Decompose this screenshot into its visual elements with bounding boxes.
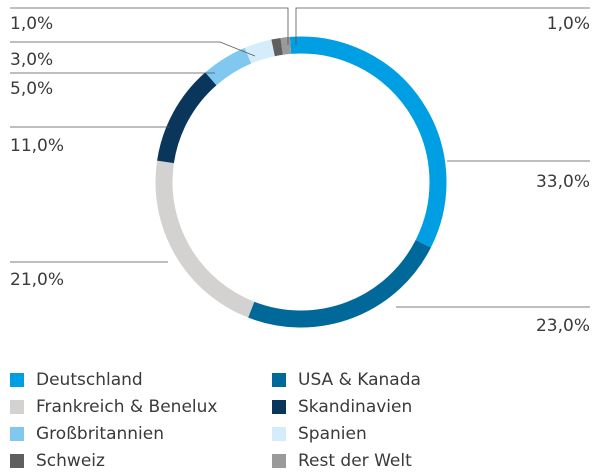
legend-label-rest-der-welt: Rest der Welt [298,450,412,471]
data-label-usa-kanada: 23,0% [536,316,590,336]
data-label-skandinavien: 11,0% [10,136,64,156]
data-label-rest-der-welt: 1,0% [547,14,590,34]
donut-slice-schweiz [271,37,284,57]
legend-swatch-rest-der-welt [272,453,286,468]
donut-chart: 33,0% 23,0% 21,0% 11,0% 5,0% 3,0% 1,0% 1,0% [10,7,590,336]
legend-item-frankreich-benelux: Frankreich & Benelux [10,393,272,420]
legend-item-schweiz: Schweiz [10,447,272,474]
donut-slice-grossbritannien [205,47,252,86]
data-label-frankreich-benelux: 21,0% [10,270,64,290]
callout-line-schweiz [10,7,289,45]
donut-slice-spanien [244,39,276,64]
legend-item-spanien: Spanien [272,420,572,447]
donut-slice-rest-der-welt [280,36,292,55]
callout-line-rest-der-welt [295,7,590,45]
donut-slice-frankreich-benelux [155,160,255,318]
legend-item-rest-der-welt: Rest der Welt [272,447,572,474]
legend-label-spanien: Spanien [298,423,367,444]
legend-swatch-frankreich-benelux [10,399,24,414]
legend-item-grossbritannien: Großbritannien [10,420,272,447]
data-label-schweiz: 1,0% [10,14,53,34]
data-label-spanien: 3,0% [10,50,53,70]
data-label-grossbritannien: 5,0% [10,79,53,99]
data-label-deutschland: 33,0% [536,172,590,192]
legend-swatch-usa-kanada [272,372,286,387]
legend-label-deutschland: Deutschland [36,369,143,390]
legend-swatch-skandinavien [272,399,286,414]
donut-slice-skandinavien [157,72,217,164]
legend-item-skandinavien: Skandinavien [272,393,572,420]
legend-label-schweiz: Schweiz [36,450,105,471]
legend-swatch-deutschland [10,372,24,387]
legend-item-usa-kanada: USA & Kanada [272,366,572,393]
legend-label-usa-kanada: USA & Kanada [298,369,421,390]
legend-swatch-grossbritannien [10,426,24,441]
legend-label-frankreich-benelux: Frankreich & Benelux [36,396,218,417]
legend-label-skandinavien: Skandinavien [298,396,413,417]
callout-line-spanien [10,41,256,57]
donut-slice-deutschland [289,36,447,248]
donut-slice-usa-kanada [248,239,431,328]
legend-label-grossbritannien: Großbritannien [36,423,164,444]
legend-swatch-spanien [272,426,286,441]
legend-item-deutschland: Deutschland [10,366,272,393]
legend-swatch-schweiz [10,453,24,468]
legend: Deutschland USA & Kanada Frankreich & Be… [10,366,590,474]
